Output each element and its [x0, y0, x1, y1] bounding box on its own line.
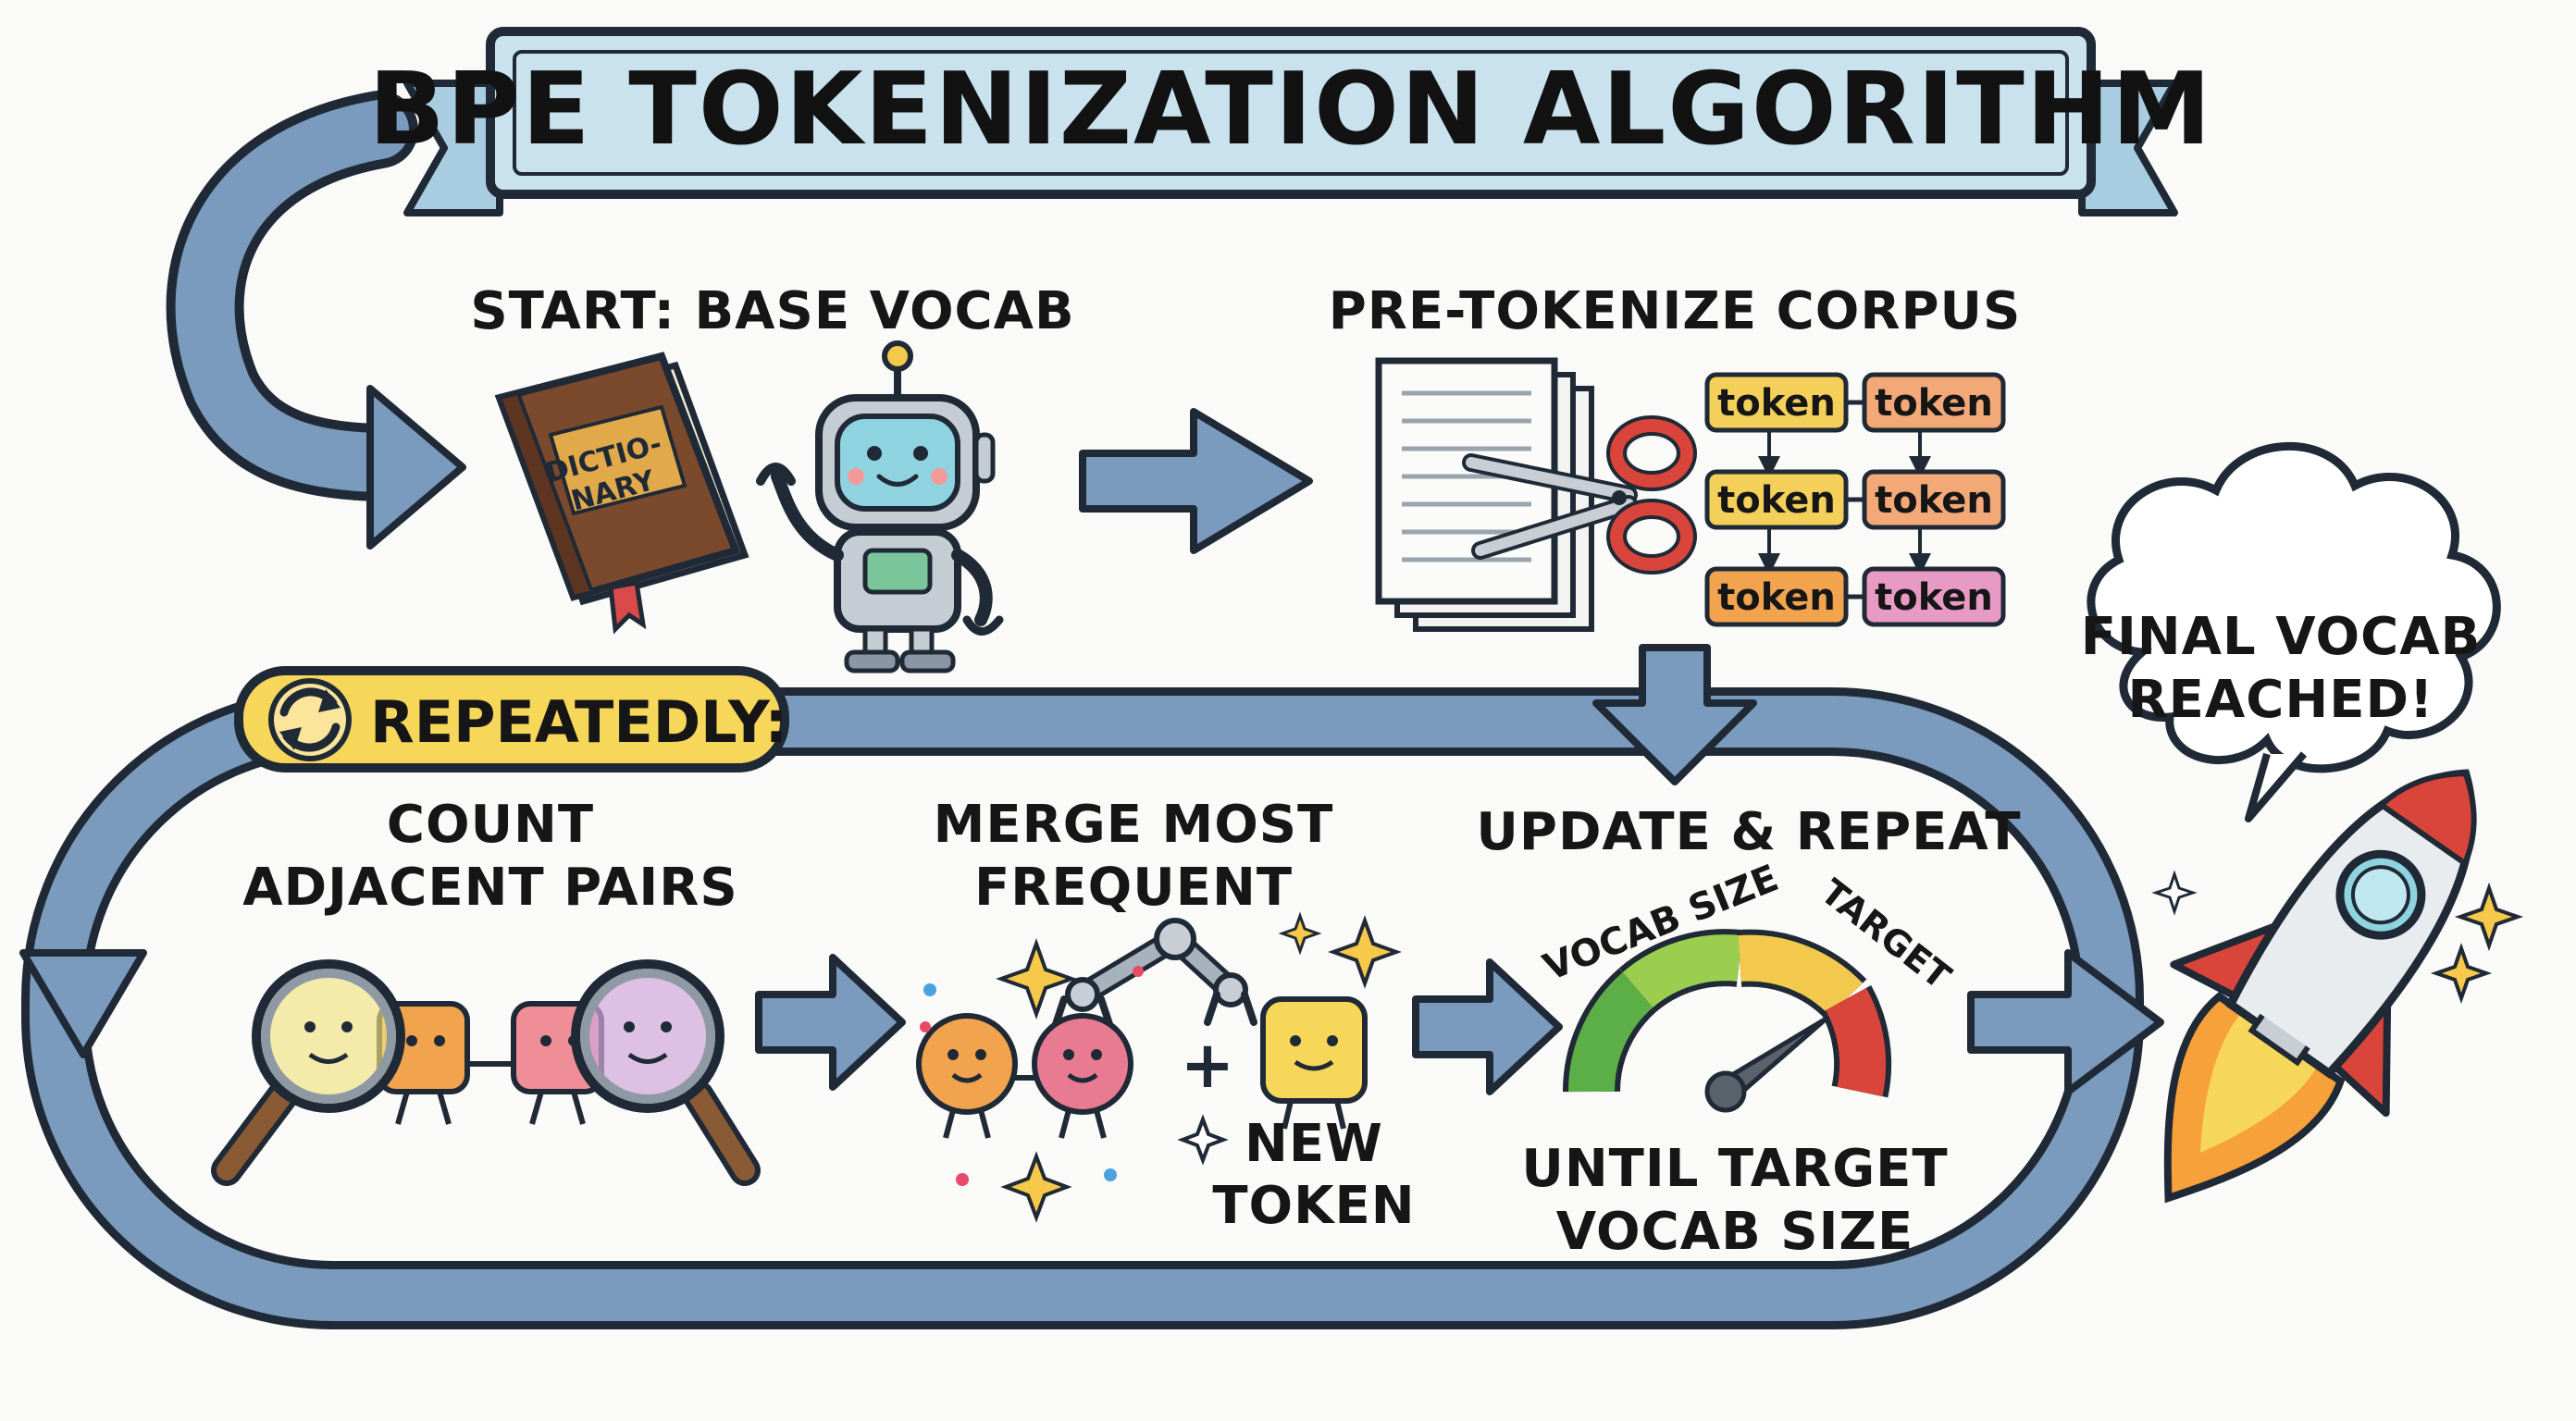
token-chip: token: [1704, 469, 1849, 530]
until-line2: VOCAB SIZE: [1556, 1202, 1914, 1262]
final-line1: FINAL VOCAB: [2081, 607, 2482, 667]
token-chip-label: token: [1875, 382, 1993, 425]
pretokenize-label: PRE-TOKENIZE CORPUS: [1329, 281, 2022, 341]
robot-arm-icon: [1051, 918, 1257, 1031]
arrow-pretokenize-to-loop: [1592, 644, 1757, 785]
book-icon: DICTIO- NARY: [494, 352, 749, 635]
magnifier-icon: [571, 959, 761, 1186]
new-token-line1: NEW: [1245, 1114, 1383, 1174]
arrow-update-to-rocket: [1967, 949, 2164, 1095]
adjacent-pairs-illustration: [211, 959, 761, 1186]
token-chip: token: [1704, 372, 1849, 433]
token-chip-label: token: [1717, 576, 1836, 619]
scissors-icon: [1462, 415, 1697, 575]
arrow-merge-to-update: [1412, 958, 1563, 1095]
document-icon: [1375, 357, 1594, 632]
title-banner: BPE TOKENIZATION ALGORITHM: [368, 27, 2212, 216]
gauge-icon: [1562, 929, 1892, 1113]
until-line1: UNTIL TARGET: [1521, 1139, 1948, 1199]
token-chip-label: token: [1875, 576, 1993, 619]
final-line2: REACHED!: [2128, 670, 2434, 730]
curved-arrow-top-left: [166, 91, 466, 550]
merge-label-line2: FREQUENT: [974, 858, 1293, 918]
sparkle-icon: [996, 911, 1402, 1223]
sparkle-icon: [2151, 870, 2524, 1005]
refresh-icon: [268, 678, 352, 761]
count-label-line2: ADJACENT PAIRS: [242, 858, 737, 918]
new-token-line2: TOKEN: [1212, 1176, 1415, 1236]
token-chip: token: [1862, 566, 2006, 627]
arrow-start-to-pretokenize: [1079, 408, 1313, 554]
merge-label-line1: MERGE MOST: [934, 795, 1334, 855]
gauge-needle: [1704, 1016, 1828, 1113]
token-chip-label: token: [1875, 479, 1993, 522]
token-chip: token: [1862, 469, 2006, 530]
robot-icon: [756, 340, 1004, 673]
token-chip: token: [1704, 566, 1849, 627]
token-chip: token: [1862, 372, 2006, 433]
count-label-line1: COUNT: [387, 795, 594, 855]
repeatedly-badge: REPEATEDLY:: [234, 666, 789, 772]
loop-left-arrowhead: [19, 949, 147, 1058]
merge-illustration: +: [916, 911, 1402, 1223]
rocket-icon: [2163, 769, 2477, 1204]
cloud-icon: [2087, 442, 2501, 822]
start-label: START: BASE VOCAB: [470, 281, 1074, 341]
token-chip-label: token: [1717, 479, 1836, 522]
token-chip-label: token: [1717, 382, 1836, 425]
token-grid: token token token token token token: [1704, 372, 2006, 627]
arrow-count-to-merge: [755, 954, 906, 1091]
svg-text:+: +: [1181, 1027, 1235, 1103]
update-label: UPDATE & REPEAT: [1476, 802, 2021, 862]
magnifier-icon: [211, 959, 405, 1186]
page-title: BPE TOKENIZATION ALGORITHM: [368, 52, 2212, 167]
repeatedly-label: REPEATEDLY:: [370, 688, 787, 756]
